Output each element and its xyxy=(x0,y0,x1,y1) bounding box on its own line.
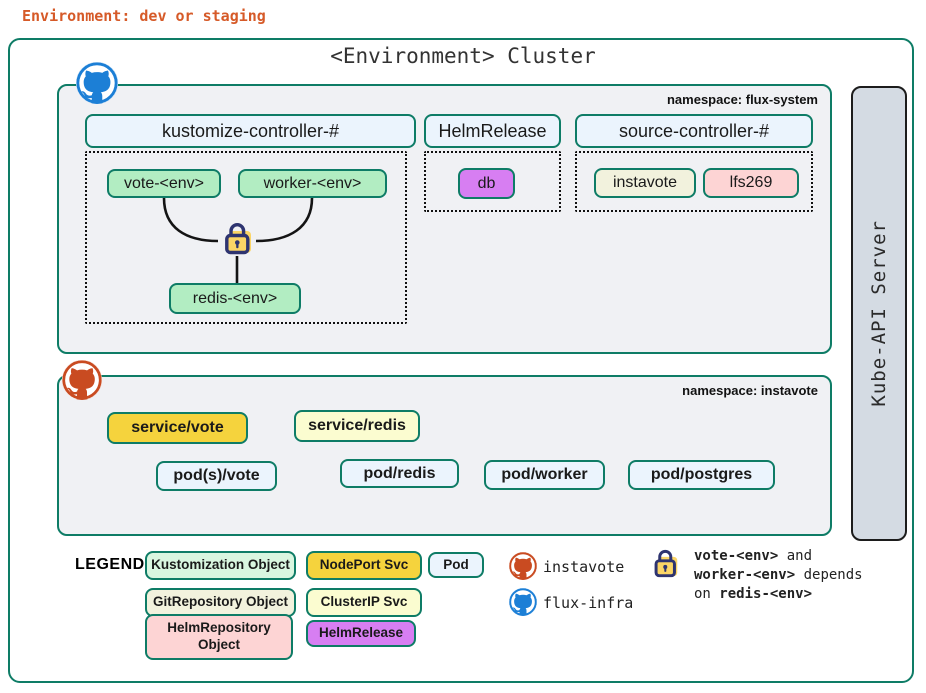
legend-pod: Pod xyxy=(428,552,484,578)
legend-clusterip-svc: ClusterIP Svc xyxy=(306,588,422,617)
helmrepository-lfs269: lfs269 xyxy=(703,168,799,198)
instavote-namespace-box: namespace: instavote xyxy=(57,375,832,536)
helmrelease-db: db xyxy=(458,168,515,199)
kustomize-group-dotted-box xyxy=(85,151,407,324)
service-vote-node: service/vote xyxy=(107,412,248,444)
kustomize-controller-box: kustomize-controller-# xyxy=(85,114,416,148)
legend-github-flux-infra-icon xyxy=(509,588,537,616)
depends-lock-icon xyxy=(221,220,253,256)
legend-dependency-note: vote-<env> and worker-<env> depends on r… xyxy=(694,547,904,604)
legend-repo-flux-infra-label: flux-infra xyxy=(543,594,634,612)
service-redis-node: service/redis xyxy=(294,410,420,442)
legend-lock-icon xyxy=(651,547,679,579)
legend-kustomization-object: Kustomization Object xyxy=(145,551,296,580)
kube-api-server-bar: Kube-API Server xyxy=(851,86,907,541)
cluster-title: <Environment> Cluster xyxy=(330,44,596,68)
pod-redis-node: pod/redis xyxy=(340,459,459,488)
helmrelease-group-dotted-box xyxy=(424,151,561,212)
kube-api-server-label: Kube-API Server xyxy=(868,220,890,407)
helmrelease-controller-box: HelmRelease xyxy=(424,114,561,148)
dependency-line-3: on redis-<env> xyxy=(694,586,813,602)
legend-helmrelease: HelmRelease xyxy=(306,620,416,647)
source-group-dotted-box xyxy=(575,151,813,212)
github-flux-infra-icon xyxy=(76,62,118,104)
legend-helmrepository-object: HelmRepository Object xyxy=(145,614,293,660)
environment-label: Environment: dev or staging xyxy=(22,7,266,25)
instavote-namespace-label: namespace: instavote xyxy=(682,383,818,398)
dependency-line-2: worker-<env> depends xyxy=(694,567,863,583)
dependency-line-1: vote-<env> and xyxy=(694,548,813,564)
kustomization-redis-env: redis-<env> xyxy=(169,283,301,314)
flux-system-namespace-label: namespace: flux-system xyxy=(666,92,818,107)
legend-title: LEGEND: xyxy=(75,556,151,573)
kustomization-vote-env: vote-<env> xyxy=(107,169,221,198)
legend-gitrepository-object: GitRepository Object xyxy=(145,588,296,617)
legend-github-instavote-icon xyxy=(509,552,537,580)
legend-nodeport-svc: NodePort Svc xyxy=(306,551,422,580)
gitrepository-instavote: instavote xyxy=(594,168,696,198)
pod-worker-node: pod/worker xyxy=(484,460,605,490)
kustomization-worker-env: worker-<env> xyxy=(238,169,387,198)
source-controller-box: source-controller-# xyxy=(575,114,813,148)
pod-postgres-node: pod/postgres xyxy=(628,460,775,490)
github-instavote-icon xyxy=(62,360,102,400)
pods-vote-node: pod(s)/vote xyxy=(156,461,277,491)
legend-repo-instavote-label: instavote xyxy=(543,558,625,576)
